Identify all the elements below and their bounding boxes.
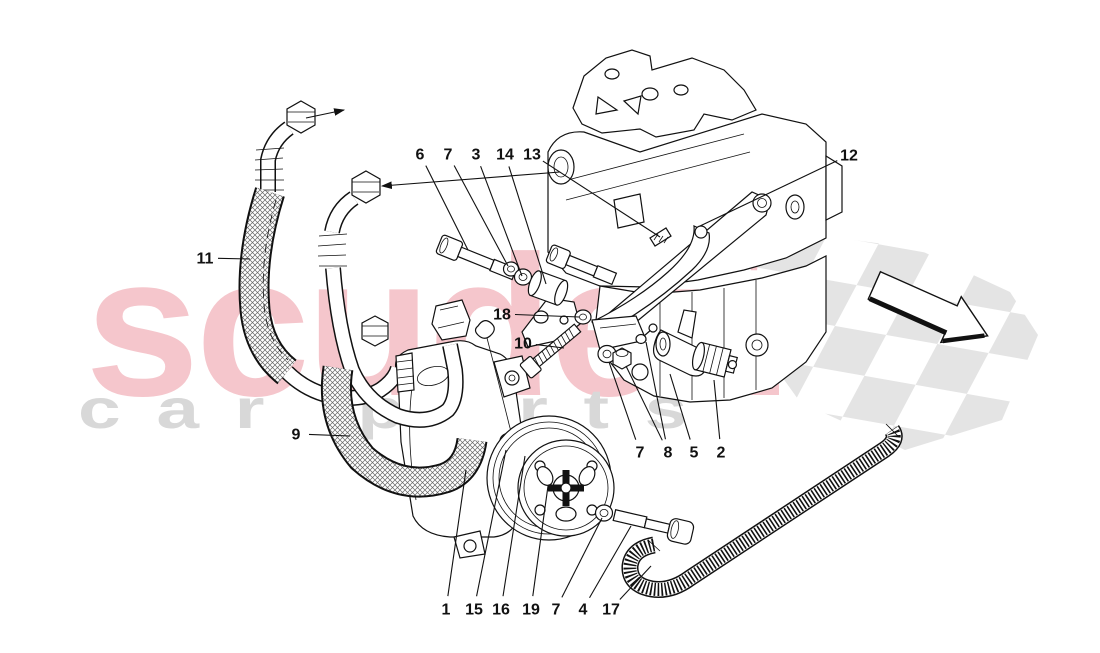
leader-line-7 <box>453 165 509 267</box>
callout-7: 7 <box>444 147 453 164</box>
flow-in-arrow <box>380 171 561 190</box>
callout-11: 11 <box>197 251 214 268</box>
callout-4: 4 <box>579 602 588 619</box>
leader-line-18 <box>514 313 580 318</box>
hose-sheath-9 <box>320 365 488 498</box>
washer-7-bottom <box>594 504 614 522</box>
leader-line-15 <box>476 449 507 597</box>
engine-block <box>547 49 843 403</box>
bolt-6 <box>435 234 518 281</box>
elbow-fitting <box>361 315 389 347</box>
leader-line-19 <box>532 485 549 597</box>
leader-line-5 <box>669 373 691 440</box>
flag-arrow-icon <box>867 270 989 344</box>
callout-3: 3 <box>472 147 481 164</box>
callout-16: 16 <box>492 602 510 619</box>
leader-line-2 <box>713 379 721 440</box>
leader-line-3 <box>480 165 523 277</box>
callout-17: 17 <box>602 602 620 619</box>
stud-10 <box>519 323 582 379</box>
leader-line-16 <box>502 455 526 597</box>
leader-line-10 <box>535 344 565 349</box>
callout-8: 8 <box>664 445 673 462</box>
hose-upper <box>238 100 406 406</box>
refrigerant-hoses <box>238 100 522 498</box>
flow-out-arrow <box>305 108 346 119</box>
hose-fitting-nut <box>351 170 381 204</box>
callout-12: 12 <box>840 148 858 165</box>
engine-sump <box>595 255 827 403</box>
callout-9: 9 <box>292 427 301 444</box>
bracket-stud <box>649 227 672 247</box>
leader-line-13 <box>542 160 661 238</box>
callout-5: 5 <box>690 445 699 462</box>
leader-line-8 <box>645 341 666 440</box>
spacer-14 <box>527 270 569 306</box>
sensor-clip <box>474 320 495 339</box>
leader-line-1 <box>447 469 467 597</box>
drive-belt <box>621 423 903 598</box>
leader-line-7 <box>608 361 637 440</box>
callout-1: 1 <box>442 602 451 619</box>
nut-8 <box>612 347 632 370</box>
compressor-port-fittings <box>361 299 522 453</box>
bolt-13 <box>545 244 618 286</box>
callout-18: 18 <box>493 307 511 324</box>
leader-line-7 <box>561 517 603 598</box>
leader-line-17 <box>619 565 652 600</box>
pulley-assembly <box>486 415 615 541</box>
hose-lower <box>317 170 464 428</box>
callout-7: 7 <box>552 602 561 619</box>
leader-line-6 <box>425 165 469 251</box>
hose-fitting-nut <box>286 100 316 134</box>
leader-line-9 <box>308 433 351 437</box>
leader-line-4 <box>589 525 632 599</box>
washer-3 <box>513 268 533 286</box>
bushing-2 <box>691 341 739 378</box>
callout-2: 2 <box>717 445 726 462</box>
hardware <box>435 234 739 545</box>
leader-line-14 <box>508 166 547 285</box>
callout-14: 14 <box>496 147 514 164</box>
leader-line-8 <box>625 365 663 441</box>
callout-15: 15 <box>465 602 483 619</box>
leader-line-12 <box>699 160 838 227</box>
leader-line-11 <box>217 257 251 260</box>
elbow-fitting <box>431 299 471 341</box>
small-screw <box>635 323 658 345</box>
callout-13: 13 <box>523 147 541 164</box>
callout-19: 19 <box>522 602 540 619</box>
callout-7: 7 <box>636 445 645 462</box>
bolt-4 <box>612 509 695 545</box>
callout-6: 6 <box>416 147 425 164</box>
callout-10: 10 <box>514 336 532 353</box>
